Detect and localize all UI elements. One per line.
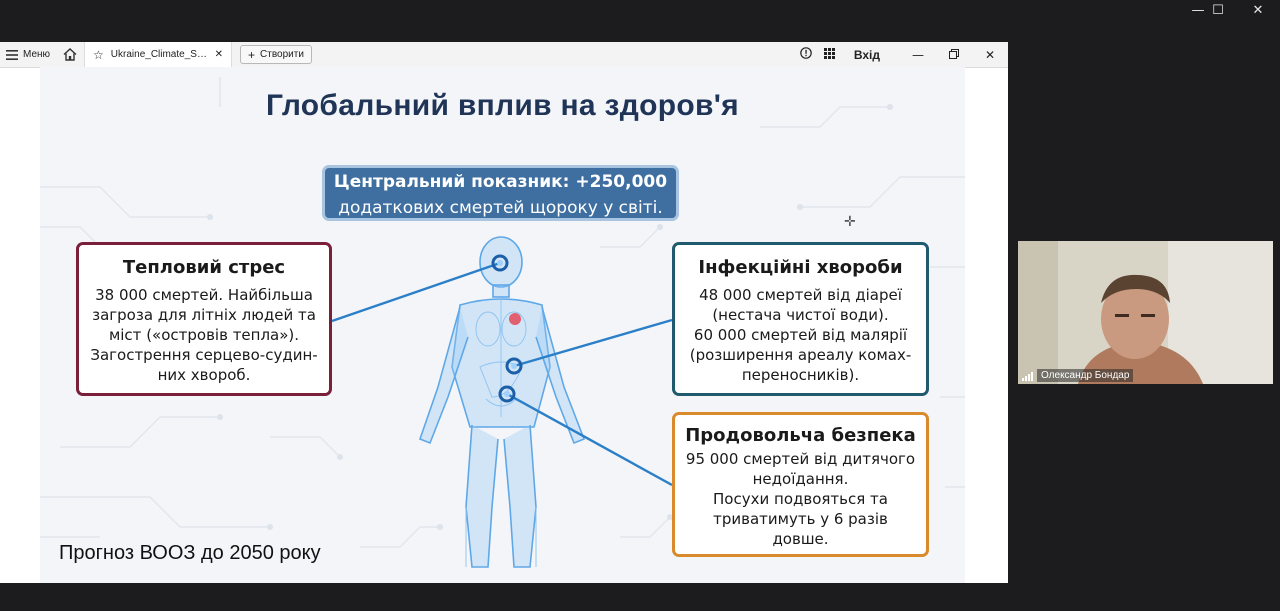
heat-stress-box: Тепловий стрес 38 000 смертей. Найбільша… — [76, 242, 332, 396]
presentation-toolbar: Меню ☆ Ukraine_Climate_Str... ✕ + Створи… — [0, 42, 1008, 68]
crosshair-cursor-icon: ✛ — [844, 214, 856, 230]
circuit-background — [40, 77, 965, 568]
central-indicator-box: Центральний показник: +250,000 додаткови… — [322, 165, 679, 221]
close-icon: ✕ — [1252, 2, 1264, 18]
human-body-illustration — [418, 236, 586, 568]
enter-button[interactable]: Вхід — [853, 47, 880, 62]
toolbar-right: Вхід — ✕ — [794, 42, 1008, 67]
plus-icon: + — [248, 47, 256, 62]
minimize-icon: — — [1191, 2, 1205, 18]
slide: Глобальний вплив на здоров'я Центральний… — [40, 67, 965, 583]
gut-marker — [498, 385, 516, 403]
os-minimize-button[interactable]: — — [1178, 0, 1218, 20]
menu-button[interactable]: Меню — [0, 42, 56, 67]
close-tab-icon[interactable]: ✕ — [214, 49, 224, 60]
slide-title: Глобальний вплив на здоров'я — [266, 89, 739, 122]
food-security-text: 95 000 смертей від дитячого недоїдання. … — [685, 450, 916, 548]
close-icon[interactable]: ✕ — [984, 47, 996, 62]
food-security-title: Продовольча безпека — [685, 425, 916, 446]
central-indicator-line2: додаткових смертей щороку у світі. — [338, 198, 663, 218]
star-icon[interactable]: ☆ — [93, 47, 104, 62]
create-button[interactable]: + Створити — [240, 45, 312, 64]
participant-name-bar: Олександр Бондар — [1022, 369, 1134, 382]
participant-video-tile[interactable]: Олександр Бондар — [1018, 241, 1273, 384]
minimize-icon[interactable]: — — [912, 47, 924, 62]
signal-icon — [1022, 371, 1033, 381]
home-icon — [63, 48, 77, 61]
connector-lines — [331, 261, 673, 487]
heart-mark — [509, 313, 521, 325]
food-security-box: Продовольча безпека 95 000 смертей від д… — [672, 412, 929, 557]
maximize-icon: ☐ — [1212, 2, 1224, 18]
os-close-button[interactable]: ✕ — [1238, 0, 1278, 20]
participant-name: Олександр Бондар — [1037, 369, 1134, 382]
document-tab[interactable]: ☆ Ukraine_Climate_Str... ✕ — [84, 42, 233, 67]
home-button[interactable] — [56, 42, 84, 67]
shared-presentation-window: Меню ☆ Ukraine_Climate_Str... ✕ + Створи… — [0, 42, 1008, 583]
infectious-diseases-text: 48 000 смертей від діареї (нестача чисто… — [689, 286, 912, 384]
infectious-diseases-box: Інфекційні хвороби 48 000 смертей від ді… — [672, 242, 929, 396]
menu-label: Меню — [23, 49, 51, 60]
abdomen-marker — [505, 357, 523, 375]
forecast-caption: Прогноз ВООЗ до 2050 року — [59, 542, 321, 564]
heat-stress-title: Тепловий стрес — [122, 257, 286, 278]
infectious-diseases-title: Інфекційні хвороби — [698, 257, 903, 278]
head-marker — [491, 254, 509, 272]
heat-stress-text: 38 000 смертей. Найбільша загроза для лі… — [90, 286, 318, 384]
restore-icon[interactable] — [936, 48, 972, 62]
participant-video-image — [1018, 241, 1273, 384]
grid-icon[interactable] — [818, 47, 842, 62]
os-maximize-button[interactable]: ☐ — [1198, 0, 1238, 20]
menu-icon — [6, 49, 18, 60]
help-icon[interactable] — [794, 47, 818, 62]
tab-title: Ukraine_Climate_Str... — [110, 49, 208, 60]
central-indicator-line1: Центральний показник: +250,000 — [333, 172, 668, 192]
create-label: Створити — [260, 49, 304, 60]
